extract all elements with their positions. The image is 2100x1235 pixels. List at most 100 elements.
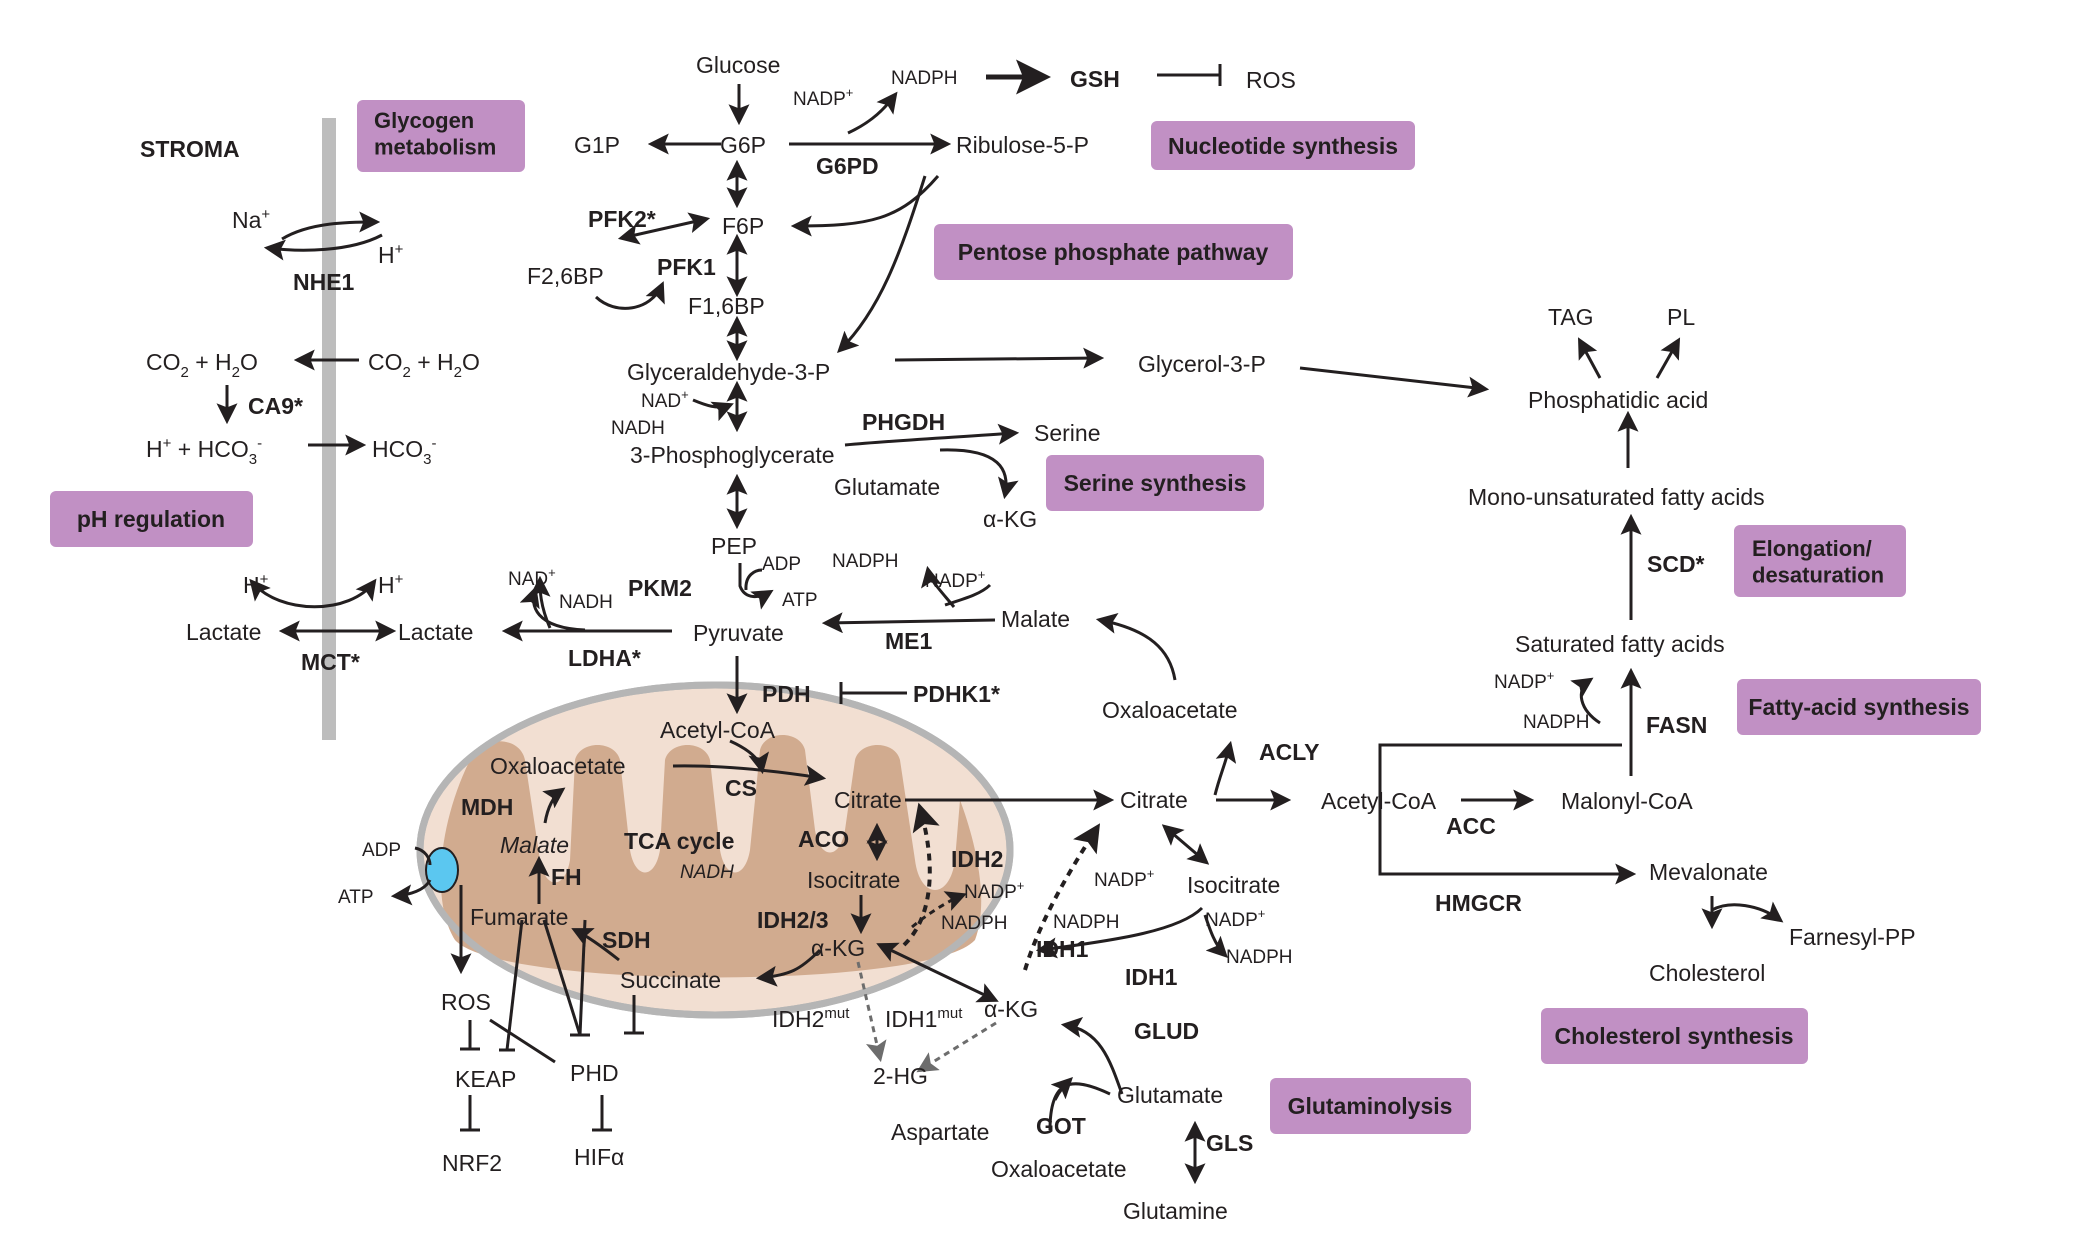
atp-synthase-icon (425, 847, 459, 893)
label-nhe1: NHE1 (293, 269, 355, 295)
label-mdh: MDH (461, 794, 513, 820)
label-glutamine: Glutamine (1123, 1198, 1228, 1224)
label-oxaloacetate-cyto: Oxaloacetate (1102, 697, 1238, 723)
label-ca9: CA9* (248, 393, 303, 419)
label-nadh-tca: NADH (680, 862, 734, 883)
label-h-stroma: H+ (378, 241, 404, 268)
box-elongation-desaturation: Elongation/desaturation (1734, 525, 1906, 597)
label-tag: TAG (1548, 304, 1594, 330)
label-nadph-idh2: NADPH (941, 913, 1008, 934)
svg-text:pH regulation: pH regulation (77, 506, 225, 532)
label-keap: KEAP (455, 1066, 516, 1092)
pathway-arrows (216, 59, 1784, 1185)
label-nadph-fasn: NADPH (1523, 712, 1590, 733)
label-pdhk1: PDHK1* (913, 681, 1000, 707)
label-pfk2: PFK2* (588, 206, 656, 232)
label-adp-mito: ADP (362, 840, 401, 861)
label-fasn: FASN (1646, 712, 1707, 738)
label-isocitrate-cyto: Isocitrate (1187, 872, 1280, 898)
label-nad-g3p: NAD+ (641, 387, 689, 412)
label-phgdh: PHGDH (862, 409, 945, 435)
label-glutamate-serine: Glutamate (834, 474, 940, 500)
label-citrate-mito: Citrate (834, 787, 902, 813)
stroma-label: STROMA (140, 136, 240, 162)
label-h-lactate-right: H+ (378, 571, 404, 598)
mitochondrion (416, 681, 1014, 1019)
label-oxaloacetate-mito: Oxaloacetate (490, 753, 626, 779)
label-nadp-fasn: NADP+ (1494, 668, 1554, 693)
label-hifa: HIFα (574, 1144, 624, 1170)
label-malate-cyto: Malate (1001, 606, 1070, 632)
label-idh1-right: IDH1 (1125, 964, 1178, 990)
label-cs: CS (725, 775, 757, 801)
svg-text:Serine synthesis: Serine synthesis (1064, 470, 1247, 496)
label-f26bp: F2,6BP (527, 263, 604, 289)
label-nrf2: NRF2 (442, 1150, 502, 1176)
label-nad-ldha: NAD+ (508, 565, 556, 590)
svg-text:Pentose phosphate pathway: Pentose phosphate pathway (958, 239, 1269, 265)
label-lactate-in: Lactate (398, 619, 473, 645)
label-h-lactate-left: H+ (243, 571, 269, 598)
label-pfk1: PFK1 (657, 254, 716, 280)
box-cholesterol-synthesis: Cholesterol synthesis (1541, 1008, 1808, 1064)
label-pyruvate: Pyruvate (693, 620, 784, 646)
label-f6p: F6P (722, 213, 764, 239)
label-pkm2: PKM2 (628, 575, 692, 601)
label-pdh: PDH (762, 681, 811, 707)
label-isocitrate-mito: Isocitrate (807, 867, 900, 893)
label-atp-mito: ATP (338, 887, 374, 908)
label-akg-serine: α-KG (983, 506, 1037, 532)
box-pentose-phosphate-pathway: Pentose phosphate pathway (934, 224, 1293, 280)
label-nadph-me1: NADPH (832, 551, 899, 572)
label-co2-left: CO2 + H2O (146, 349, 258, 381)
label-nadh-g3p: NADH (611, 418, 665, 439)
label-malate-mito: Malate (500, 832, 569, 858)
label-sfa: Saturated fatty acids (1515, 631, 1725, 657)
label-cholesterol: Cholesterol (1649, 960, 1765, 986)
labels: STROMA Na+ H+ NHE1 CO2 + H2O CO2 + H2O C… (140, 52, 1916, 1224)
label-acc: ACC (1446, 813, 1496, 839)
label-idh23: IDH2/3 (757, 907, 829, 933)
label-pep: PEP (711, 533, 757, 559)
box-nucleotide-synthesis: Nucleotide synthesis (1151, 121, 1415, 170)
box-glutaminolysis: Glutaminolysis (1270, 1078, 1471, 1134)
label-idh2mut: IDH2mut (772, 1005, 850, 1032)
label-f16bp: F1,6BP (688, 293, 765, 319)
label-nadph-idh1a: NADPH (1053, 912, 1120, 933)
label-gls: GLS (1206, 1130, 1253, 1156)
label-glutamate-cyto: Glutamate (1117, 1082, 1223, 1108)
dashed-arrows (856, 802, 1101, 1073)
label-na: Na+ (232, 206, 270, 233)
label-oxaloacetate-glut: Oxaloacetate (991, 1156, 1127, 1182)
label-scd: SCD* (1647, 551, 1705, 577)
label-g6p: G6P (720, 132, 766, 158)
label-pl: PL (1667, 304, 1695, 330)
label-3pg: 3-Phosphoglycerate (630, 442, 835, 468)
label-co2-right: CO2 + H2O (368, 349, 480, 381)
label-nadp-me1: NADP+ (925, 567, 985, 592)
label-nadp-idh1b: NADP+ (1205, 906, 1265, 931)
label-succinate: Succinate (620, 967, 721, 993)
label-adp-pkm2: ADP (762, 554, 801, 575)
label-2hg: 2-HG (873, 1063, 928, 1089)
label-glycerol3p: Glycerol-3-P (1138, 351, 1266, 377)
label-ribulose: Ribulose-5-P (956, 132, 1089, 158)
svg-text:Fatty-acid synthesis: Fatty-acid synthesis (1748, 694, 1969, 720)
cell-membrane (322, 118, 336, 740)
label-idh2: IDH2 (951, 846, 1003, 872)
svg-text:Elongation/desaturation: Elongation/desaturation (1752, 536, 1884, 587)
svg-text:Cholesterol synthesis: Cholesterol synthesis (1554, 1023, 1793, 1049)
label-hco3: HCO3- (372, 435, 436, 468)
svg-text:Glutaminolysis: Glutaminolysis (1288, 1093, 1453, 1119)
label-g3p: Glyceraldehyde-3-P (627, 359, 830, 385)
label-h-hco3: H+ + HCO3- (146, 435, 262, 468)
box-fatty-acid-synthesis: Fatty-acid synthesis (1737, 679, 1981, 735)
label-nadph-g6pd: NADPH (891, 68, 958, 89)
box-ph-regulation: pH regulation (50, 491, 253, 547)
label-acetylcoa-mito: Acetyl-CoA (660, 717, 776, 743)
label-ros-top: ROS (1246, 67, 1296, 93)
label-mufa: Mono-unsaturated fatty acids (1468, 484, 1765, 510)
label-akg-mito: α-KG (811, 935, 865, 961)
label-ros-mito: ROS (441, 989, 491, 1015)
label-tca: TCA cycle (624, 828, 734, 854)
